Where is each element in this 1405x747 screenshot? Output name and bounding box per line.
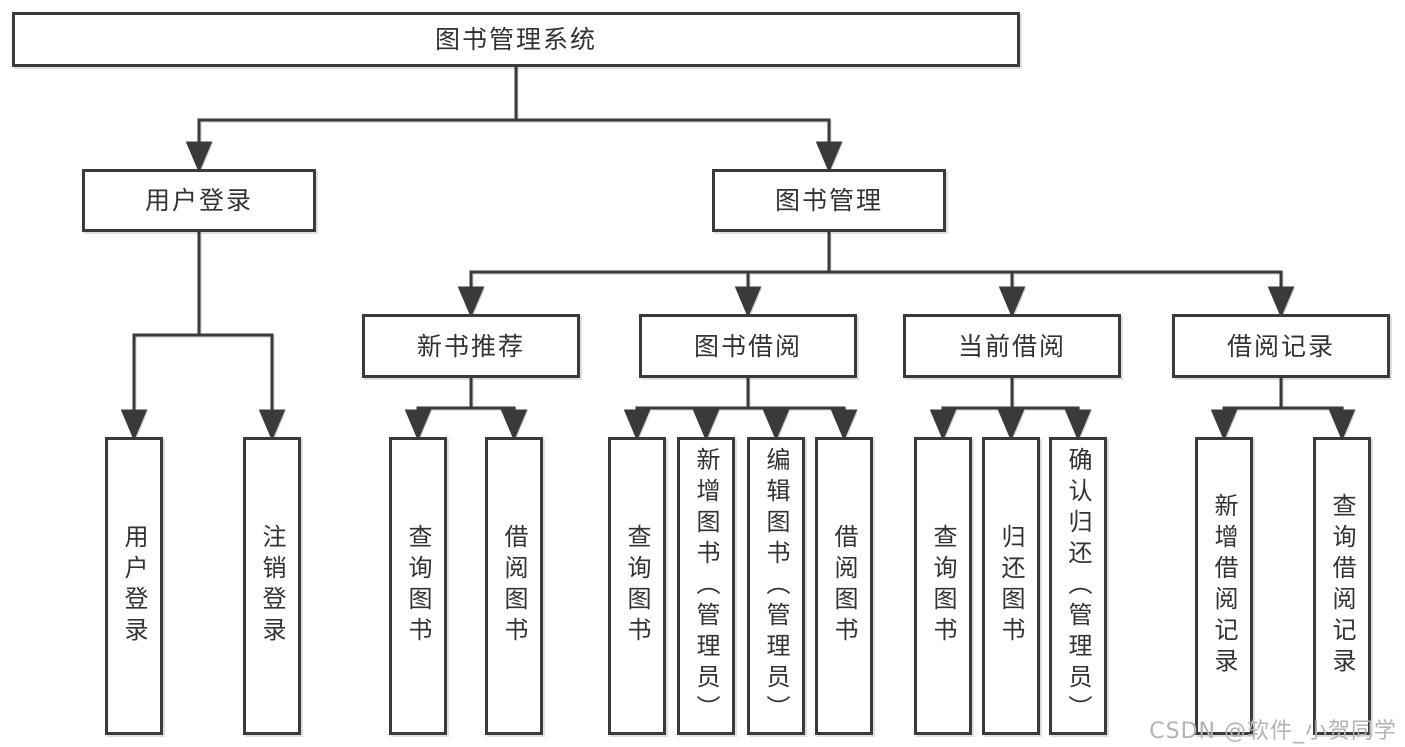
- connector-records-to-leaves: [1210, 378, 1356, 441]
- leaf-query-books-borrowing: 查询图书: [608, 437, 666, 735]
- connector-login-to-leaves: [120, 232, 286, 441]
- connector-borrowing-to-leaves: [623, 378, 858, 441]
- node-library-system: 图书管理系统: [12, 12, 1020, 67]
- leaf-add-borrow-record: 新增借阅记录: [1195, 437, 1253, 735]
- leaf-borrow-books: 借阅图书: [815, 437, 873, 735]
- connector-recommend-to-leaves: [404, 378, 528, 441]
- node-book-borrowing: 图书借阅: [639, 314, 857, 378]
- node-current-borrowing: 当前借阅: [903, 314, 1121, 378]
- leaf-query-books-recommend: 查询图书: [389, 437, 447, 735]
- connector-current-to-leaves: [929, 378, 1092, 441]
- leaf-logout: 注销登录: [243, 437, 301, 735]
- connector-root-to-level1: [185, 67, 843, 173]
- node-borrowing-records: 借阅记录: [1172, 314, 1390, 378]
- leaf-edit-books-admin: 编辑图书（管理员）: [747, 437, 805, 735]
- leaf-confirm-return-admin: 确认归还（管理员）: [1049, 437, 1107, 735]
- node-new-book-recommend: 新书推荐: [362, 314, 580, 378]
- leaf-query-borrow-record: 查询借阅记录: [1313, 437, 1371, 735]
- node-user-login: 用户登录: [82, 169, 316, 232]
- leaf-borrow-books-recommend: 借阅图书: [485, 437, 543, 735]
- leaf-add-books-admin: 新增图书（管理员）: [677, 437, 735, 735]
- watermark: CSDN @软件_小贺同学: [1149, 719, 1397, 744]
- leaf-user-login: 用户登录: [105, 437, 163, 735]
- leaf-query-books-current: 查询图书: [914, 437, 972, 735]
- connector-mgmt-to-level2: [457, 232, 1295, 318]
- leaf-return-books: 归还图书: [982, 437, 1040, 735]
- node-book-management: 图书管理: [712, 169, 946, 232]
